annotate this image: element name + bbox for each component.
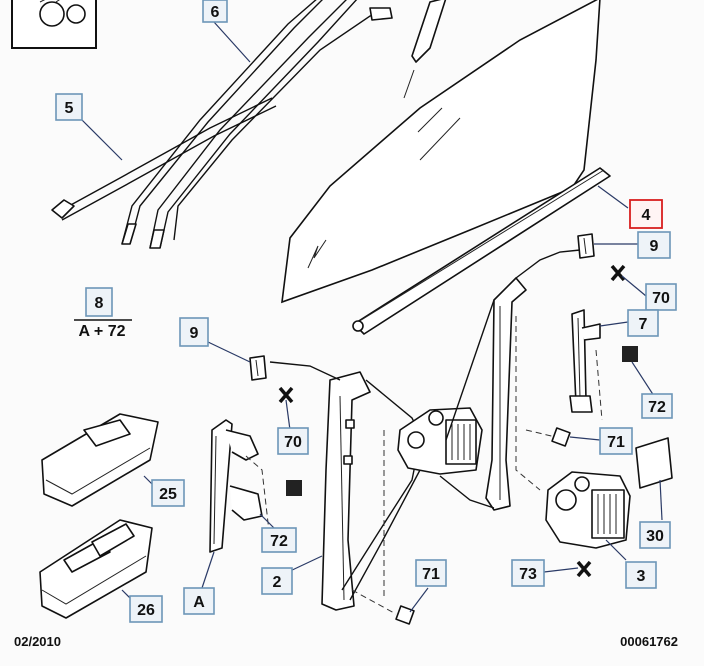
front-guide-rail [209, 419, 271, 553]
callout-70-right[interactable]: 70 [645, 283, 677, 311]
footer-ref: 00061762 [620, 634, 678, 649]
svg-text:4: 4 [642, 207, 651, 224]
door-glass [281, 0, 601, 304]
footer-date: 02/2010 [14, 634, 61, 649]
callout-9-right[interactable]: 9 [637, 231, 671, 259]
callout-71-right[interactable]: 71 [599, 427, 633, 455]
rear-guide-rail [569, 309, 603, 421]
window-seal-strip [352, 167, 611, 335]
svg-text:72: 72 [270, 533, 288, 550]
kit-contents: A + 72 [79, 323, 126, 340]
svg-text:30: 30 [646, 528, 664, 545]
svg-text:70: 70 [284, 434, 302, 451]
svg-text:3: 3 [637, 568, 646, 585]
pad-71-bottom [395, 605, 415, 625]
svg-text:A: A [193, 594, 205, 611]
svg-text:70: 70 [652, 290, 670, 307]
svg-text:71: 71 [607, 434, 625, 451]
svg-text:2: 2 [273, 574, 282, 591]
callout-5[interactable]: 5 [55, 93, 83, 121]
svg-text:9: 9 [650, 238, 659, 255]
pad-72-right [622, 346, 638, 362]
sensor-card [635, 437, 673, 521]
callout-26[interactable]: 26 [129, 595, 163, 623]
svg-text:7: 7 [639, 316, 648, 333]
fastener-cross [278, 264, 626, 578]
callout-73[interactable]: 73 [511, 559, 545, 587]
callout-8[interactable]: 8 [85, 287, 113, 317]
svg-text:9: 9 [190, 325, 199, 342]
callout-72-right[interactable]: 72 [641, 393, 673, 419]
callout-71-bottom[interactable]: 71 [415, 559, 447, 587]
svg-text:8: 8 [95, 295, 104, 312]
svg-text:6: 6 [211, 4, 220, 21]
svg-text:72: 72 [648, 399, 666, 416]
fastener-inset [11, 0, 97, 49]
svg-text:73: 73 [519, 566, 537, 583]
window-switch-multi [39, 519, 153, 619]
outer-weather-strip [51, 97, 277, 221]
regulator-motor-front [397, 407, 483, 475]
clip-right [577, 233, 595, 259]
callout-9-left[interactable]: 9 [179, 317, 209, 347]
callout-2[interactable]: 2 [261, 567, 293, 595]
callout-6[interactable]: 6 [202, 0, 228, 23]
svg-text:71: 71 [422, 566, 440, 583]
pad-72-left [286, 480, 302, 496]
door-frame-seal [121, 0, 393, 249]
callout-A[interactable]: A [183, 587, 215, 615]
clip-left [249, 355, 267, 381]
leader-lines [74, 21, 655, 613]
callout-3[interactable]: 3 [625, 561, 657, 589]
callout-70-left[interactable]: 70 [277, 427, 309, 455]
callout-4[interactable]: 4 [629, 199, 663, 229]
window-switch-single [41, 413, 159, 507]
svg-text:26: 26 [137, 602, 155, 619]
svg-text:25: 25 [159, 486, 177, 503]
window-regulator-rear [439, 249, 581, 511]
pad-71-right [551, 427, 571, 447]
svg-text:5: 5 [65, 100, 74, 117]
callout-72-left[interactable]: 72 [261, 527, 297, 553]
callout-7[interactable]: 7 [627, 309, 659, 337]
callout-25[interactable]: 25 [151, 479, 185, 507]
callout-30[interactable]: 30 [639, 521, 671, 549]
window-motor [545, 471, 631, 549]
